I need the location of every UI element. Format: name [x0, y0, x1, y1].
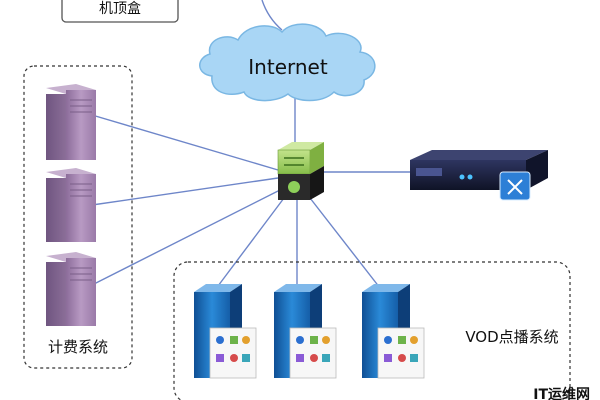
settop-box-node: 机顶盒	[61, 0, 179, 23]
link-billing1-switch	[91, 114, 279, 171]
vod-system-label: VOD点播系统	[465, 328, 558, 346]
core-switch	[277, 142, 324, 200]
watermark: IT运维网	[533, 386, 590, 400]
billing-server-1	[46, 84, 96, 160]
settop-box-frame	[61, 0, 179, 23]
internet-label: Internet	[248, 55, 328, 79]
billing-system-label: 计费系统	[48, 338, 108, 356]
billing-group-border	[23, 65, 133, 369]
billing-server-2	[46, 168, 96, 242]
settop-box-label: 机顶盒	[99, 0, 141, 17]
link-billing3-switch	[91, 189, 281, 286]
link-switch-vod3	[309, 197, 381, 289]
rack-server	[410, 150, 548, 201]
vod-server-2	[274, 284, 337, 379]
link-settop-internet	[261, 0, 283, 31]
billing-system-group: 计费系统	[23, 65, 133, 369]
vod-server-3	[362, 284, 425, 379]
internet-cloud: Internet	[199, 23, 376, 102]
links	[91, 0, 410, 291]
switch-arrows-icon	[284, 157, 304, 166]
link-billing2-switch	[91, 177, 279, 206]
link-switch-vod1	[214, 197, 285, 291]
vod-system-group: VOD点播系统	[173, 261, 571, 400]
vod-server-1	[194, 284, 257, 379]
switch-hub-icon	[288, 181, 300, 193]
billing-server-3	[46, 252, 96, 326]
vod-group-border	[173, 261, 571, 400]
cloud-shape	[199, 23, 376, 102]
rack-server-badge-icon	[499, 171, 531, 201]
